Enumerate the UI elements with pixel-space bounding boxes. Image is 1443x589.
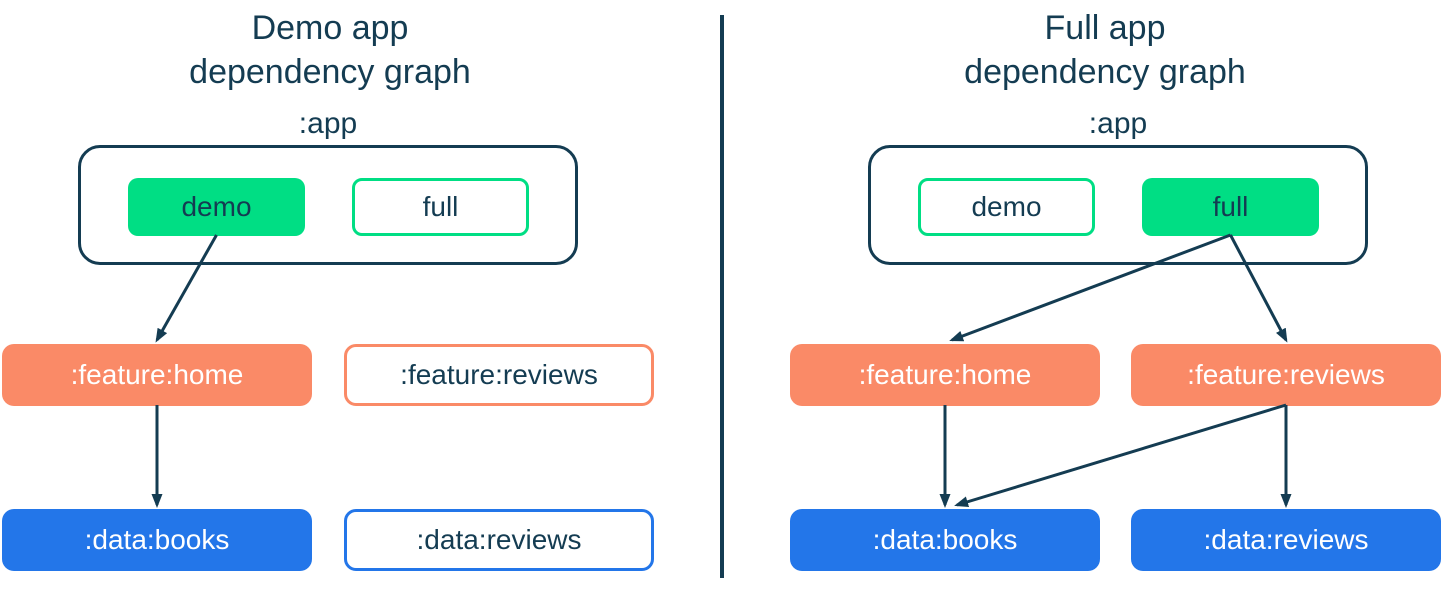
module-feature-reviews: :feature:reviews <box>1131 344 1441 406</box>
panel-title-line1: Full app <box>1044 9 1166 47</box>
app-module-label: :app <box>298 107 358 140</box>
variant-full-unselected: full <box>352 178 529 236</box>
variant-demo-label: demo <box>971 191 1042 222</box>
panel-title: Full app dependency graph <box>855 6 1355 94</box>
module-data-books: :data:books <box>2 509 312 571</box>
panel-title-line2: dependency graph <box>189 53 471 91</box>
module-feature-reviews-excluded: :feature:reviews <box>344 344 654 406</box>
variant-full-label: full <box>1212 191 1249 222</box>
app-module-container: demo full <box>78 145 578 265</box>
module-feature-home: :feature:home <box>2 344 312 406</box>
module-feature-home-label: :feature:home <box>858 359 1032 390</box>
module-feature-home-label: :feature:home <box>70 359 244 390</box>
module-data-reviews: :data:reviews <box>1131 509 1441 571</box>
module-data-reviews-label: :data:reviews <box>416 524 582 555</box>
module-data-books-label: :data:books <box>84 524 230 555</box>
variant-full-label: full <box>422 191 459 222</box>
panel-title: Demo app dependency graph <box>80 6 580 94</box>
variant-demo-label: demo <box>181 191 252 222</box>
module-data-books-label: :data:books <box>872 524 1018 555</box>
panel-title-line2: dependency graph <box>964 53 1246 91</box>
module-data-reviews-label: :data:reviews <box>1203 524 1369 555</box>
module-data-books: :data:books <box>790 509 1100 571</box>
module-data-reviews-excluded: :data:reviews <box>344 509 654 571</box>
panel-divider <box>720 15 724 578</box>
variant-demo-selected: demo <box>128 178 305 236</box>
module-feature-reviews-label: :feature:reviews <box>1187 359 1385 390</box>
variant-full-selected: full <box>1142 178 1319 236</box>
app-module-container: demo full <box>868 145 1368 265</box>
panel-title-line1: Demo app <box>251 9 409 47</box>
variant-demo-unselected: demo <box>918 178 1095 236</box>
dependency-edge-feature-reviews-to-data-books <box>954 403 1287 508</box>
module-feature-home: :feature:home <box>790 344 1100 406</box>
module-feature-reviews-label: :feature:reviews <box>400 359 598 390</box>
app-module-label: :app <box>1088 107 1148 140</box>
